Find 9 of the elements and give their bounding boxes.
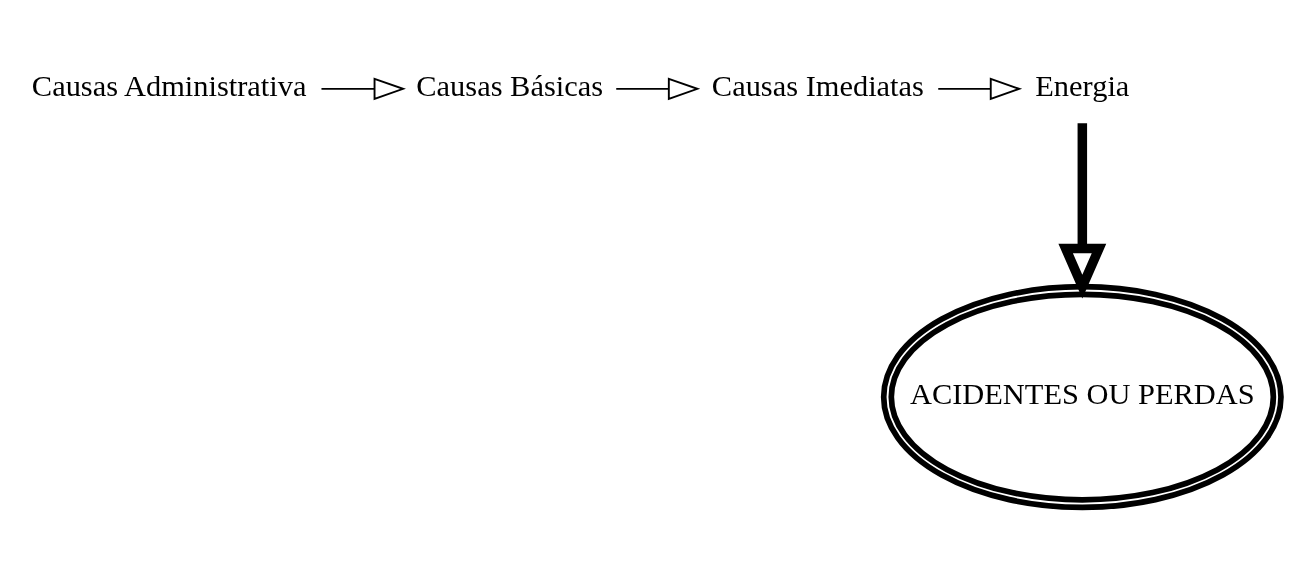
node-ellipse: ACIDENTES OU PERDAS: [880, 283, 1284, 510]
arrow: [937, 77, 1023, 100]
arrow: [1058, 122, 1107, 298]
node-text: Energia: [1035, 68, 1130, 103]
node-text: Causas Administrativa: [31, 68, 307, 103]
arrow: [320, 77, 406, 100]
node-text: Causas Básicas: [416, 68, 604, 103]
node-text: Causas Imediatas: [711, 68, 924, 103]
arrow: [615, 77, 701, 100]
